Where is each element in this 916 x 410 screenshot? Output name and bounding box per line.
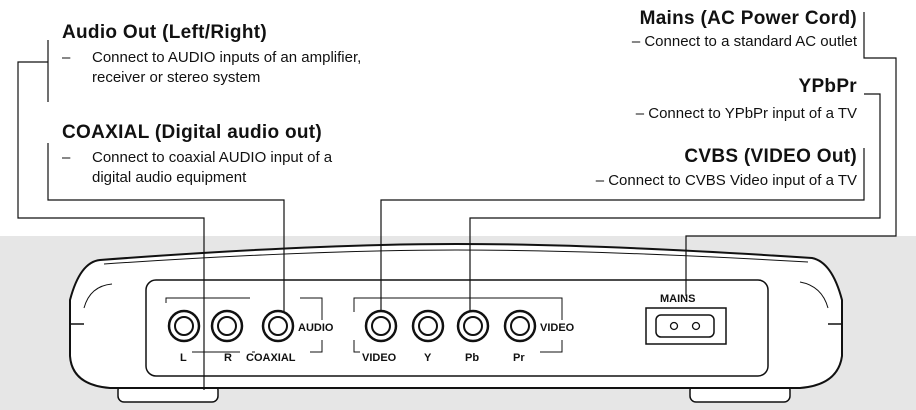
label-y: Y [424,352,432,364]
label-pr: Pr [513,352,525,364]
pb-jack [456,309,490,343]
label-audio: AUDIO [298,322,334,334]
label-video-jack: VIDEO [362,352,397,364]
audio-bracket [165,297,323,353]
audio-jack-l [167,309,201,343]
coaxial-line-2: digital audio equipment [92,169,247,186]
label-l: L [180,352,187,364]
label-video-group: VIDEO [540,322,575,334]
audio-out-line-1: Connect to AUDIO inputs of an amplifier, [92,49,362,66]
label-coaxial: COAXIAL [246,352,296,364]
ypbpr-desc: – Connect to YPbPr input of a TV [635,105,857,122]
coaxial-line-1: Connect to coaxial AUDIO input of a [92,149,333,166]
pr-jack [503,309,537,343]
audio-out-line-2: receiver or stereo system [92,69,261,86]
y-jack [411,309,445,343]
label-r: R [224,352,232,364]
audio-out-dash: – [62,49,71,66]
device-ridge-left [83,283,113,309]
coaxial-dash: – [62,149,71,166]
mains-desc: – Connect to a standard AC outlet [631,33,857,50]
audio-jack-r [210,309,244,343]
mains-socket [655,314,715,338]
coaxial-title: COAXIAL (Digital audio out) [62,122,323,143]
coaxial-desc: – Connect to coaxial AUDIO input of a dig… [62,148,332,188]
label-pb: Pb [465,352,479,364]
cvbs-title: CVBS (VIDEO Out) [684,146,857,167]
callout-cvbs: CVBS (VIDEO Out) – Connect to CVBS Video… [596,146,857,191]
audio-out-desc: – Connect to AUDIO inputs of an amplifier… [62,48,361,88]
callout-mains: Mains (AC Power Cord) – Connect to a sta… [632,8,857,52]
ypbpr-title: YPbPr [798,76,857,97]
cvbs-desc: – Connect to CVBS Video input of a TV [595,172,857,189]
coaxial-jack [261,309,295,343]
label-mains: MAINS [660,293,695,305]
device-ridge-right [799,281,829,309]
callout-coaxial: COAXIAL (Digital audio out) – Connect to … [62,122,332,188]
audio-out-title: Audio Out (Left/Right) [62,22,267,43]
mains-title: Mains (AC Power Cord) [639,8,857,29]
video-bracket [353,297,563,353]
mains-pin-right [691,321,701,331]
video-jack [364,309,398,343]
leader-lines [17,12,897,390]
device-top-edge [103,249,809,265]
callout-audio-out: Audio Out (Left/Right) – Connect to AUDIO… [62,22,361,88]
mains-pin-left [669,321,679,331]
callout-ypbpr: YPbPr – Connect to YPbPr input of a TV [636,76,857,124]
